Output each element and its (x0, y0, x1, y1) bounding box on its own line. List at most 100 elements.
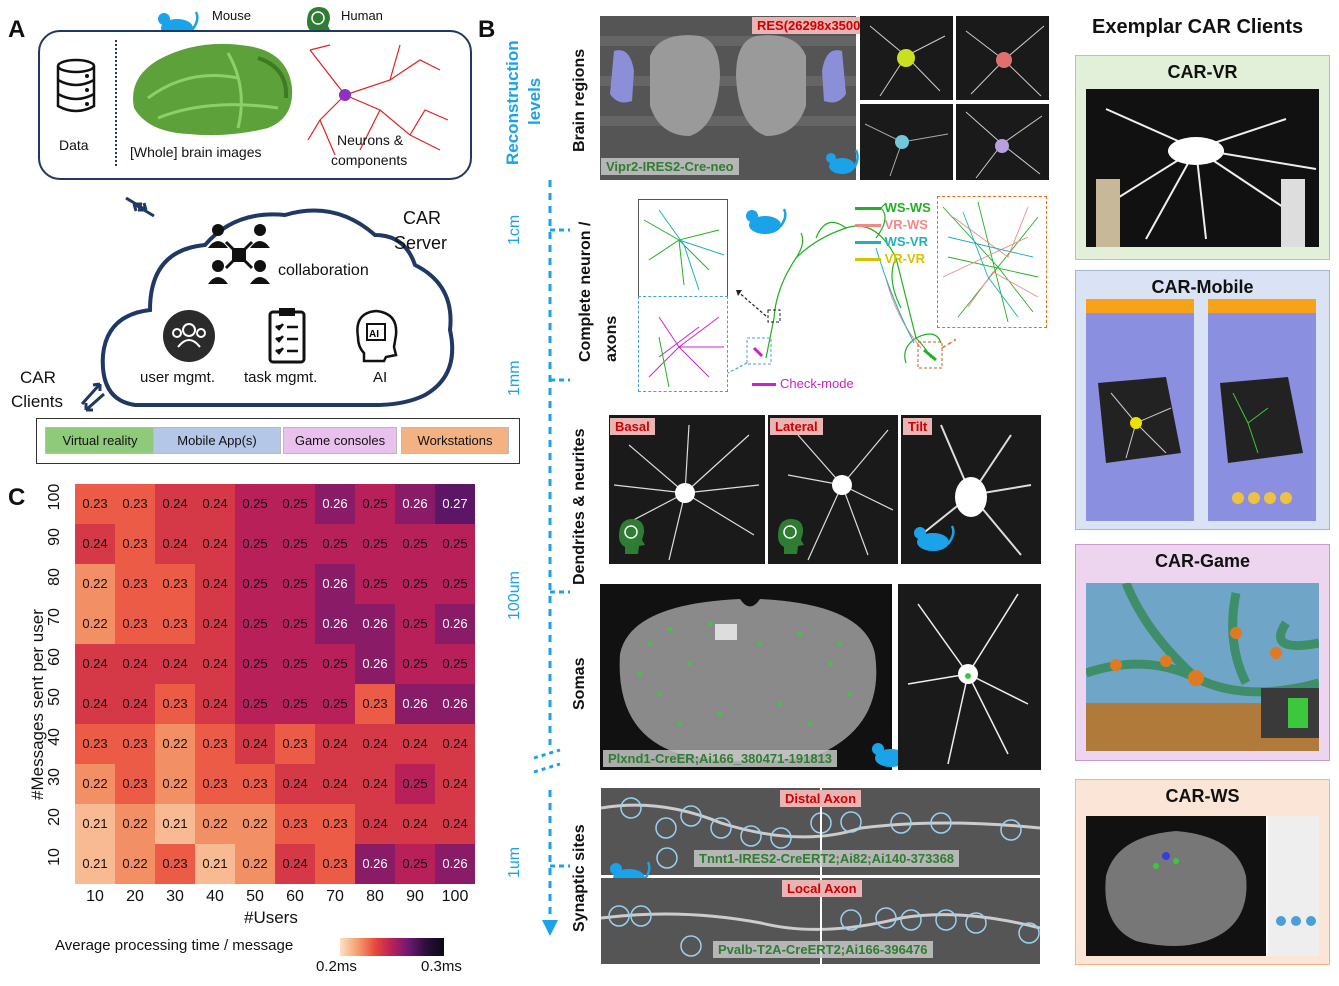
client-mobile-card: CAR-Mobile (1075, 270, 1330, 530)
heatmap-cell: 0.23 (155, 564, 195, 604)
heatmap-cell: 0.22 (115, 844, 155, 884)
legend-ws: Workstations (401, 427, 509, 454)
heatmap-cell: 0.23 (155, 844, 195, 884)
lateral-tag: Lateral (770, 418, 823, 435)
heatmap-cell: 0.22 (75, 764, 115, 804)
client-game-title: CAR-Game (1154, 551, 1251, 571)
y-tick-label: 70 (46, 608, 63, 626)
heatmap-cell: 0.24 (75, 644, 115, 684)
scale-axis (533, 180, 570, 936)
clients-label-2: Clients (11, 392, 63, 411)
heatmap-cell: 0.24 (275, 844, 315, 884)
heatmap-cell: 0.25 (235, 604, 275, 644)
heatmap-cell: 0.25 (395, 564, 435, 604)
human-head-icon (619, 519, 645, 554)
heatmap-cell: 0.26 (355, 604, 395, 644)
heatmap-cell: 0.25 (275, 524, 315, 564)
y-tick-label: 90 (46, 528, 63, 546)
x-tick-label: 30 (166, 888, 184, 905)
heatmap-cell: 0.25 (395, 844, 435, 884)
mode-vr-ws: VR-WS (855, 217, 945, 232)
neuron-image (307, 44, 449, 156)
level-synaptic-sites: Synaptic sites (571, 824, 588, 932)
heatmap-cell: 0.23 (75, 724, 115, 764)
dendrite-tilt-image (901, 415, 1041, 564)
y-tick-label: 80 (46, 568, 63, 586)
mode-vr-vr: VR-VR (855, 251, 945, 266)
client-ws-card: CAR-WS (1075, 779, 1330, 965)
client-mobile-title: CAR-Mobile (1151, 277, 1254, 297)
plxnd1-tag: Plxnd1-CreER;Ai166_380471-191813 (603, 750, 838, 767)
somas-section-image (600, 584, 892, 770)
mouse-icon (914, 525, 955, 551)
heatmap-cell: 0.25 (355, 564, 395, 604)
heatmap-cell: 0.23 (275, 804, 315, 844)
sync-arrows-icon (80, 382, 105, 412)
y-axis-label: #Messages sent per user (28, 609, 47, 800)
tilt-tag: Tilt (903, 418, 933, 435)
x-tick-label: 40 (206, 888, 224, 905)
collaboration-icon (208, 224, 270, 284)
client-vr-card: CAR-VR (1075, 55, 1330, 260)
heatmap-cell: 0.23 (115, 524, 155, 564)
heatmap-cell: 0.25 (275, 604, 315, 644)
heatmap-cell: 0.24 (395, 724, 435, 764)
heatmap-cell: 0.24 (275, 764, 315, 804)
data-label: Data (59, 137, 89, 153)
neurons-label-1: Neurons & (337, 132, 404, 148)
heatmap-cell: 0.23 (115, 764, 155, 804)
ws-image (1086, 816, 1319, 956)
scale-100um: 100um (506, 571, 523, 620)
heatmap-cell: 0.26 (435, 844, 475, 884)
x-axis-label: #Users (244, 908, 298, 927)
heatmap-cell: 0.23 (115, 724, 155, 764)
heatmap-cell: 0.24 (195, 484, 235, 524)
scale-1um: 1um (506, 846, 523, 878)
heatmap-cell: 0.24 (195, 524, 235, 564)
heatmap-cell: 0.24 (155, 484, 195, 524)
database-icon (56, 58, 96, 113)
ai-label: AI (373, 369, 388, 386)
x-tick-label: 80 (366, 888, 384, 905)
heatmap-cell: 0.24 (195, 604, 235, 644)
heatmap-cell: 0.23 (315, 844, 355, 884)
heatmap-cell: 0.24 (75, 524, 115, 564)
heatmap-cell: 0.22 (115, 804, 155, 844)
heatmap-cell: 0.27 (435, 484, 475, 524)
heatmap-cell: 0.24 (195, 644, 235, 684)
heatmap-cell: 0.25 (395, 524, 435, 564)
heatmap-cell: 0.26 (315, 604, 355, 644)
heatmap-cell: 0.23 (355, 684, 395, 724)
heatmap-cell: 0.24 (435, 724, 475, 764)
heatmap-cell: 0.23 (315, 804, 355, 844)
panel-letter-b: B (478, 16, 496, 43)
heatmap-cell: 0.24 (115, 684, 155, 724)
client-vr-title: CAR-VR (1167, 62, 1238, 82)
heatmap-cell: 0.21 (195, 844, 235, 884)
heatmap-cell: 0.22 (75, 604, 115, 644)
x-tick-label: 100 (441, 888, 469, 905)
heatmap-cell: 0.22 (235, 844, 275, 884)
heatmap-cell: 0.25 (315, 684, 355, 724)
heatmap-cell: 0.25 (235, 644, 275, 684)
check-mode-label: Check-mode (752, 376, 854, 391)
legend-game: Game consoles (283, 427, 397, 454)
heatmap-cell: 0.24 (355, 804, 395, 844)
sync-arrows-icon (125, 196, 155, 218)
panel-letter-a: A (8, 16, 26, 43)
axis-title-1: Reconstruction (503, 40, 522, 165)
heatmap-cell: 0.21 (155, 804, 195, 844)
heatmap-cell: 0.23 (155, 604, 195, 644)
heatmap-cell: 0.23 (155, 684, 195, 724)
heatmap-cell: 0.25 (355, 484, 395, 524)
heatmap-cell: 0.23 (115, 484, 155, 524)
user-group-icon (163, 310, 215, 362)
colorbar-min: 0.2ms (316, 958, 357, 975)
heatmap-cell: 0.25 (275, 684, 315, 724)
y-tick-label: 40 (46, 728, 63, 746)
heatmap-cell: 0.21 (75, 804, 115, 844)
brain-section-image (600, 16, 856, 180)
distal-axon-tag: Distal Axon (780, 790, 862, 807)
